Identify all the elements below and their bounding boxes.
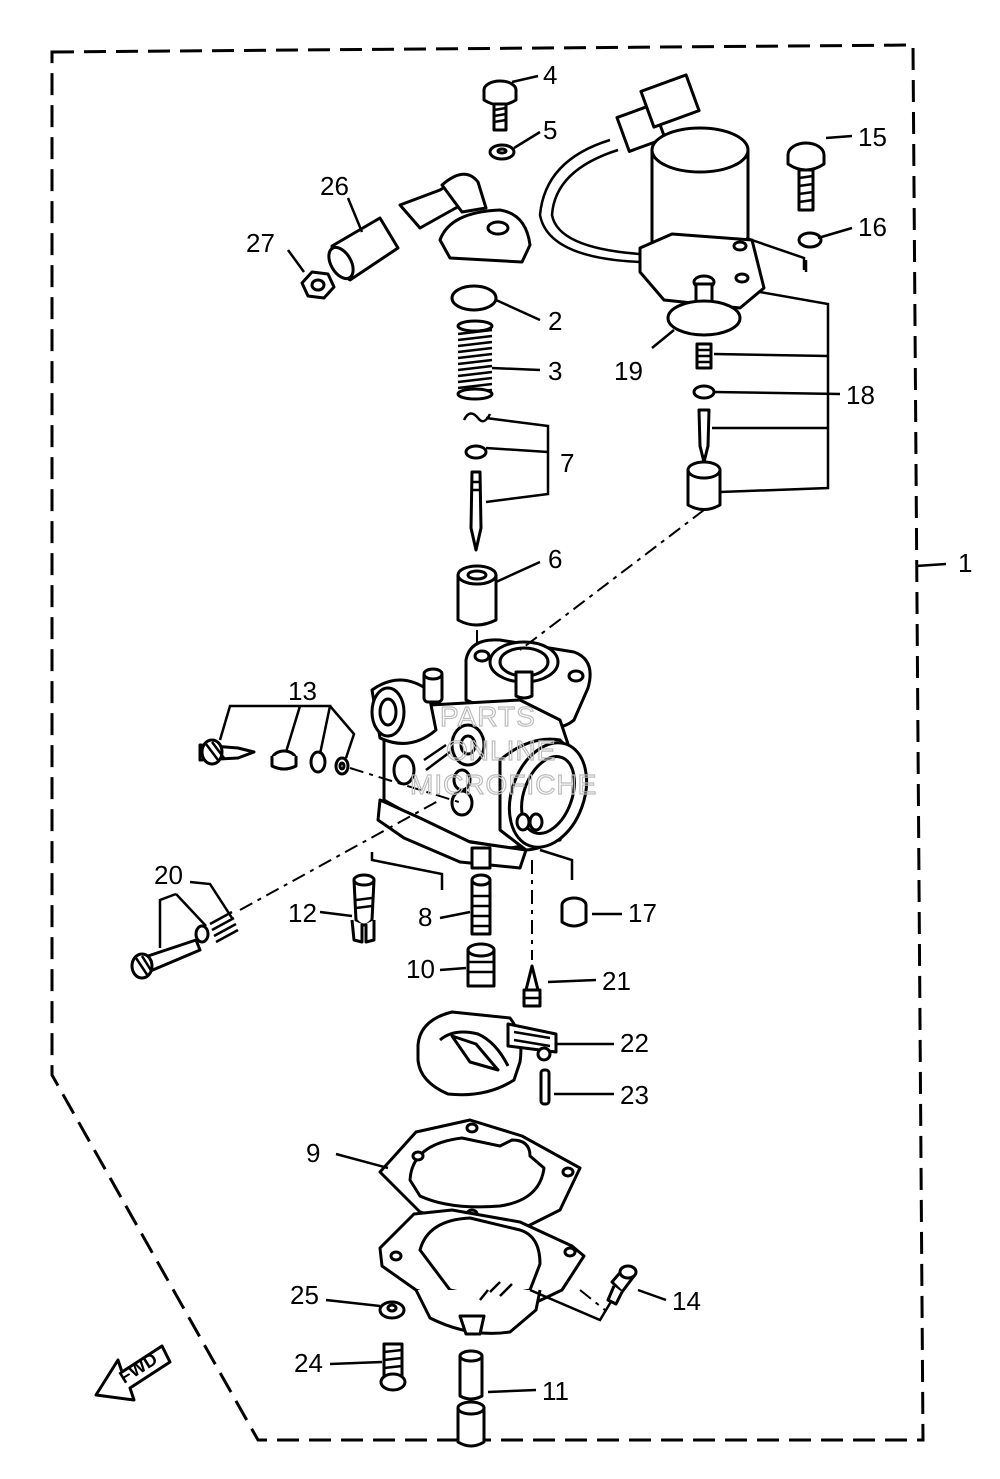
float-bowl	[378, 1208, 614, 1336]
cable-cover	[398, 172, 532, 264]
part-25-washer	[378, 1300, 406, 1320]
part-13-pilot-screw-set	[198, 738, 350, 776]
centerline-float	[579, 1289, 606, 1311]
part-26-boot	[327, 216, 400, 282]
label-3: 3	[548, 356, 562, 386]
part-9-gasket	[378, 1118, 582, 1232]
label-12: 12	[288, 898, 317, 928]
part-5-washer	[488, 143, 516, 161]
label-27: 27	[246, 228, 275, 258]
label-26: 26	[320, 171, 349, 201]
leader-lines	[158, 74, 947, 1394]
label-1: 1	[958, 548, 972, 578]
part-11-plug	[456, 1349, 486, 1448]
auto-choke-starter	[538, 73, 806, 310]
label-22: 22	[620, 1028, 649, 1058]
part-6-throttle-valve	[456, 564, 498, 627]
watermark-line-2: ONLINE	[446, 735, 556, 766]
part-10-main-jet	[466, 942, 496, 988]
label-24: 24	[294, 1348, 323, 1378]
label-23: 23	[620, 1080, 649, 1110]
label-4: 4	[543, 60, 557, 90]
part-23-pin	[539, 1068, 551, 1106]
label-16: 16	[858, 212, 887, 242]
label-10: 10	[406, 954, 435, 984]
label-25: 25	[290, 1280, 319, 1310]
assembly-border	[50, 43, 925, 1442]
label-8: 8	[418, 902, 432, 932]
label-19: 19	[614, 356, 643, 386]
part-labels: 4 5 26 27 2 3 7 6 15 16 19 18 1 13 20 12…	[154, 60, 972, 1406]
part-7-needle-set	[462, 412, 492, 552]
fwd-arrow-icon: FWD	[94, 1344, 172, 1402]
label-13: 13	[288, 676, 317, 706]
part-3-spring	[456, 319, 494, 401]
label-15: 15	[858, 122, 887, 152]
centerline-starter	[519, 509, 705, 651]
centerline-idle	[239, 799, 441, 911]
part-27-nut	[300, 270, 336, 300]
watermark: PARTS ONLINE MICROFICHE	[409, 700, 597, 800]
label-6: 6	[548, 544, 562, 574]
label-2: 2	[548, 306, 562, 336]
carburetor-body	[370, 638, 592, 870]
label-14: 14	[672, 1286, 701, 1316]
label-9: 9	[306, 1138, 320, 1168]
label-20: 20	[154, 860, 183, 890]
label-5: 5	[543, 115, 557, 145]
part-24-screw	[379, 1342, 407, 1392]
part-2-oring	[450, 284, 498, 312]
label-11: 11	[542, 1376, 569, 1406]
part-21-needle-valve	[522, 964, 542, 1008]
part-8-pilot-jet	[470, 873, 492, 936]
part-16-washer	[797, 231, 823, 249]
part-22-float	[416, 1010, 558, 1097]
part-20-idle-screw-set	[130, 910, 239, 980]
part-4-screw	[482, 79, 518, 132]
label-17: 17	[628, 898, 657, 928]
label-18: 18	[846, 380, 875, 410]
centerline-pilot	[349, 767, 463, 804]
part-12-needle-jet-holder	[350, 873, 376, 944]
watermark-line-1: PARTS	[440, 701, 536, 732]
part-19-oring	[666, 299, 742, 337]
part-14-drain-screw	[606, 1264, 638, 1306]
part-15-screw	[786, 141, 826, 212]
label-21: 21	[602, 966, 631, 996]
part-18-plunger-set	[686, 342, 722, 511]
part-17-screw	[539, 848, 588, 928]
watermark-line-3: MICROFICHE	[410, 769, 597, 800]
label-7: 7	[560, 448, 574, 478]
